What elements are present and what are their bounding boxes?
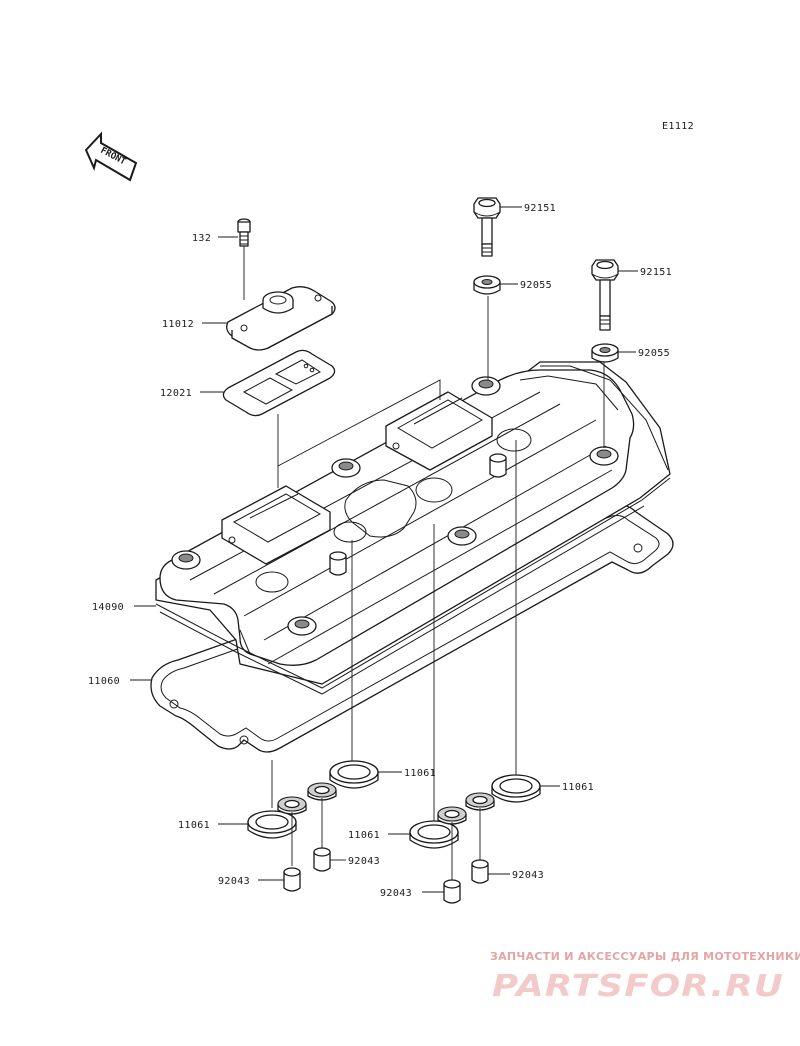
cylinder-head-cover: [155, 361, 671, 695]
label-92043-4: 92043: [512, 870, 544, 881]
bolt-92151-a: [473, 197, 501, 257]
label-132: 132: [192, 233, 211, 244]
plug-gasket-1: [247, 796, 307, 839]
label-92055-a: 92055: [520, 280, 552, 291]
figure-code: E1112: [662, 121, 694, 132]
label-92151-a: 92151: [524, 203, 556, 214]
label-11060: 11060: [88, 676, 120, 687]
label-92043-2: 92043: [348, 856, 380, 867]
breather-plate: [222, 349, 336, 420]
plug-gasket-4: [465, 774, 541, 811]
collar-3: [443, 879, 461, 904]
front-arrow-icon: FRONT: [84, 131, 138, 182]
collar-1: [283, 867, 301, 892]
label-92151-b: 92151: [640, 267, 672, 278]
label-92043-1: 92043: [218, 876, 250, 887]
label-11061-3: 11061: [348, 830, 380, 841]
breather-cap: [226, 286, 336, 351]
guide-lines: [271, 296, 605, 824]
collar-2: [313, 847, 331, 872]
leader-lines: [130, 206, 638, 893]
watermark-tagline: ЗАПЧАСТИ И АКСЕССУАРЫ ДЛЯ МОТОТЕХНИКИ: [490, 950, 800, 963]
label-11061-2: 11061: [404, 768, 436, 779]
plug-gasket-2: [307, 760, 379, 801]
label-11012: 11012: [162, 319, 194, 330]
plug-gasket-3: [409, 806, 467, 849]
collar-4: [471, 859, 489, 884]
label-14090: 14090: [92, 602, 124, 613]
bolt-132: [237, 218, 251, 300]
washer-92055-a: [473, 275, 501, 295]
bolt-92151-b: [591, 259, 619, 331]
label-11061-1: 11061: [178, 820, 210, 831]
label-11061-4: 11061: [562, 782, 594, 793]
label-12021: 12021: [160, 388, 192, 399]
watermark-brand: PARTSFOR.RU: [492, 969, 784, 1004]
label-92043-3: 92043: [380, 888, 412, 899]
label-92055-b: 92055: [638, 348, 670, 359]
watermark: ЗАПЧАСТИ И АКСЕССУАРЫ ДЛЯ МОТОТЕХНИКИ PA…: [490, 950, 800, 1004]
washer-92055-b: [591, 343, 619, 363]
